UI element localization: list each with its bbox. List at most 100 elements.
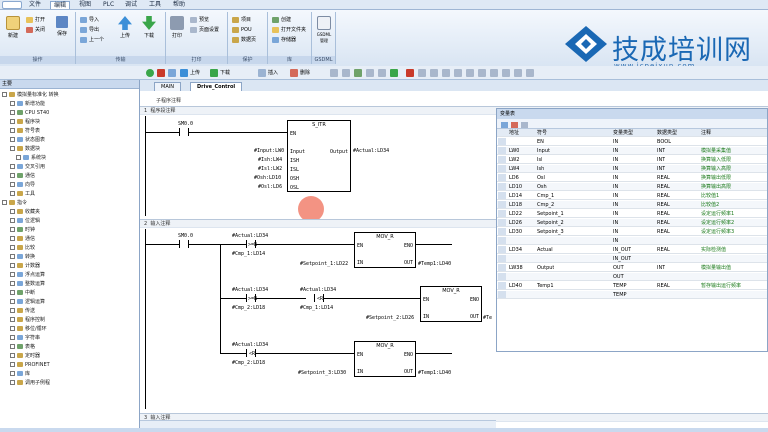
toolbar-delete-label[interactable]: 删除 bbox=[300, 70, 311, 76]
symbol-cell[interactable]: Setpoint_3 bbox=[537, 229, 564, 235]
cmp2b-top[interactable]: #Actual:LD34 bbox=[300, 287, 337, 293]
address-cell[interactable]: LW2 bbox=[509, 157, 520, 163]
tree-item[interactable]: 符号表 bbox=[10, 127, 40, 135]
tree-item[interactable]: 向导 bbox=[10, 181, 35, 189]
menu-plc[interactable]: PLC bbox=[103, 1, 115, 8]
expand-icon[interactable] bbox=[10, 299, 15, 304]
param-isl[interactable]: #Isl:LW2 bbox=[258, 166, 283, 172]
tree-item[interactable]: 转换 bbox=[10, 253, 35, 261]
tree-item[interactable]: 定时器 bbox=[10, 352, 40, 360]
var-type-cell[interactable]: IN bbox=[613, 139, 619, 145]
menu-tools[interactable]: 工具 bbox=[149, 1, 162, 8]
tool-icon[interactable] bbox=[466, 69, 474, 77]
stop-icon[interactable] bbox=[157, 69, 165, 77]
var-type-cell[interactable]: IN bbox=[613, 175, 619, 181]
protect-project-button[interactable]: 项目 bbox=[232, 16, 251, 24]
mov-r-box-1[interactable]: MOV_R EN ENO IN OUT bbox=[354, 232, 416, 268]
expand-icon[interactable] bbox=[10, 335, 15, 340]
data-type-cell[interactable]: REAL bbox=[657, 184, 670, 190]
open-button[interactable]: 打开 bbox=[26, 16, 45, 24]
var-type-cell[interactable]: IN bbox=[613, 238, 619, 244]
cmp2b-contact[interactable] bbox=[314, 294, 324, 302]
param-osh[interactable]: #Osh:LD10 bbox=[254, 175, 282, 181]
expand-icon[interactable] bbox=[10, 326, 15, 331]
var-type-cell[interactable]: IN_OUT bbox=[613, 256, 632, 262]
expand-icon[interactable] bbox=[10, 308, 15, 313]
cmp2a-top[interactable]: #Actual:LD34 bbox=[232, 287, 269, 293]
n2-contact[interactable] bbox=[179, 240, 189, 248]
address-cell[interactable]: LD14 bbox=[509, 193, 522, 199]
tree-item[interactable]: 整数运算 bbox=[10, 280, 45, 288]
protect-pou-button[interactable]: POU bbox=[232, 26, 252, 34]
row-marker[interactable] bbox=[498, 192, 506, 199]
column-header[interactable]: 地址 bbox=[509, 130, 520, 136]
expand-icon[interactable] bbox=[10, 353, 15, 358]
var-type-cell[interactable]: IN bbox=[613, 211, 619, 217]
row-marker[interactable] bbox=[498, 174, 506, 181]
table-row[interactable]: IN_OUT bbox=[497, 255, 767, 263]
cmp2b-bot[interactable]: #Cmp_1:LD14 bbox=[300, 305, 334, 311]
tree-item[interactable]: 比较 bbox=[10, 244, 35, 252]
create-library-button[interactable]: 创建 bbox=[272, 16, 291, 24]
param-ish[interactable]: #Ish:LW4 bbox=[258, 157, 283, 163]
tree-item[interactable]: 表格 bbox=[10, 343, 35, 351]
tree-item[interactable]: 程序块 bbox=[10, 118, 40, 126]
tree-item[interactable]: 通信 bbox=[10, 235, 35, 243]
tree-item[interactable]: 字符串 bbox=[10, 334, 40, 342]
comment-cell[interactable]: 设定运行频率3 bbox=[701, 229, 735, 235]
mov2-out-param[interactable]: #Te bbox=[483, 315, 493, 321]
s-itr-box[interactable]: S_ITR EN Input ISH ISL OSH OSL Output bbox=[287, 120, 351, 192]
network-1-header[interactable]: 1 程序段注释 bbox=[140, 106, 768, 115]
cmp2a-bot[interactable]: #Cmp_2:LD18 bbox=[232, 305, 266, 311]
tool-icon[interactable] bbox=[378, 69, 386, 77]
tree-item[interactable]: 状态图表 bbox=[10, 136, 45, 144]
symbol-cell[interactable]: Isl bbox=[537, 157, 543, 163]
row-marker[interactable] bbox=[498, 282, 506, 289]
tree-item[interactable]: 调用子例程 bbox=[10, 379, 50, 387]
cmp2a-contact[interactable] bbox=[246, 294, 256, 302]
new-button[interactable]: 新建 bbox=[2, 16, 24, 39]
param-input[interactable]: #Input:LW0 bbox=[254, 148, 285, 154]
row-marker[interactable] bbox=[498, 147, 506, 154]
row-marker[interactable] bbox=[498, 138, 506, 145]
data-type-cell[interactable]: REAL bbox=[657, 193, 670, 199]
expand-icon[interactable] bbox=[10, 173, 15, 178]
symbol-cell[interactable]: Output bbox=[537, 265, 555, 271]
param-osl[interactable]: #Osl:LD6 bbox=[258, 184, 283, 190]
expand-icon[interactable] bbox=[2, 200, 7, 205]
tool-icon[interactable] bbox=[502, 69, 510, 77]
tree-item[interactable]: 通信 bbox=[10, 172, 35, 180]
address-cell[interactable]: LD30 bbox=[509, 229, 522, 235]
tree-item[interactable]: 传送 bbox=[10, 307, 35, 315]
menu-file[interactable]: 文件 bbox=[29, 1, 42, 8]
upload-button[interactable]: 上传 bbox=[114, 16, 136, 39]
tab-main[interactable]: MAIN bbox=[154, 82, 181, 91]
address-cell[interactable]: LD22 bbox=[509, 211, 522, 217]
table-tool-icon[interactable] bbox=[521, 122, 528, 128]
row-marker[interactable] bbox=[498, 273, 506, 280]
protect-datablock-button[interactable]: 数据页 bbox=[232, 36, 256, 44]
expand-icon[interactable] bbox=[10, 191, 15, 196]
symbol-cell[interactable]: Cmp_1 bbox=[537, 193, 555, 199]
menu-edit[interactable]: 编辑 bbox=[50, 1, 71, 9]
comment-cell[interactable]: 换算输入低限 bbox=[701, 157, 732, 163]
row-marker[interactable] bbox=[498, 264, 506, 271]
tree-item[interactable]: 模拟量标准化 转换 bbox=[2, 91, 59, 99]
expand-icon[interactable] bbox=[10, 281, 15, 286]
table-row[interactable]: TEMP bbox=[497, 291, 767, 299]
data-type-cell[interactable]: INT bbox=[657, 157, 666, 163]
expand-icon[interactable] bbox=[10, 119, 15, 124]
row-marker[interactable] bbox=[498, 165, 506, 172]
expand-icon[interactable] bbox=[10, 218, 15, 223]
comment-cell[interactable]: 换算输入高限 bbox=[701, 166, 732, 172]
address-cell[interactable]: LD26 bbox=[509, 220, 522, 226]
tree-item[interactable]: CPU ST40 bbox=[10, 109, 49, 117]
address-cell[interactable]: LW38 bbox=[509, 265, 523, 271]
tree-item[interactable]: PROFINET bbox=[10, 361, 50, 369]
